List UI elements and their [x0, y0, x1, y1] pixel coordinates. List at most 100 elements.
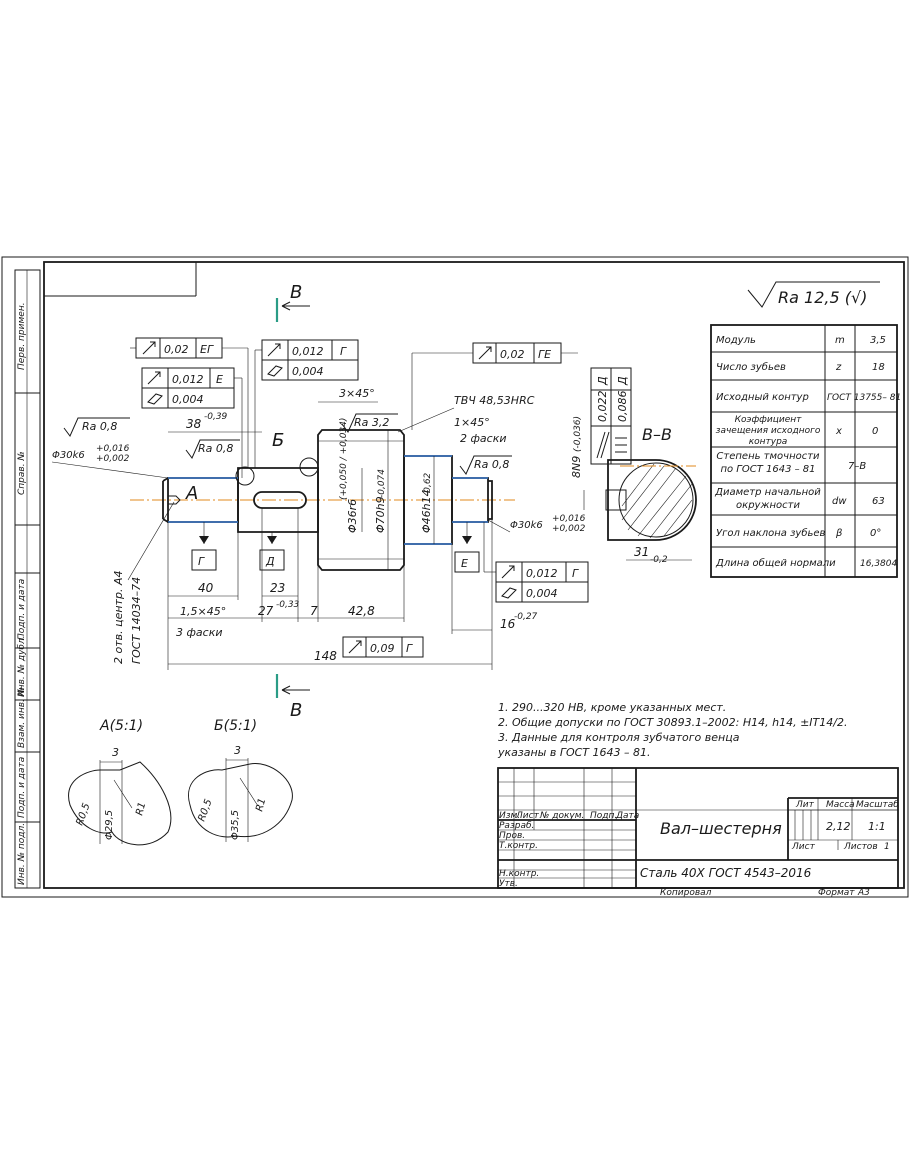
- tolerance-frame-f: 0,09 Г: [342, 636, 424, 658]
- chamfer-count-3: 3 фаски: [176, 626, 222, 639]
- tb-col-sign: Подп.: [590, 811, 617, 821]
- chamfer-count-2: 2 фаски: [460, 432, 506, 445]
- frame-label-2: Справ. №: [17, 451, 27, 495]
- gear-table-labels: Модуль Число зубьев Исходный контур Коэф…: [715, 335, 901, 569]
- phi30-left-upper: +0,016: [96, 444, 130, 454]
- datum-d: Д: [259, 532, 285, 571]
- tb-role-utv: Утв.: [499, 879, 518, 889]
- detail-b-marker: [299, 457, 319, 477]
- note-1: 1. 290...320 HB, кроме указанных мест.: [498, 701, 726, 714]
- gear-val-contour: ГОСТ 13755– 81: [827, 393, 901, 403]
- tolerance-v1-base: Д: [596, 376, 609, 386]
- section-view: В–В 8N9 (-0,036) 31 -0,2: [570, 416, 697, 565]
- runout-icon-d: [478, 346, 492, 360]
- roughness-annotations: Ra 0,8 Ra 0,8 Ra 3,2 Ra 0,8 Φ30k6 +0,016…: [51, 387, 586, 570]
- dim-15x45: 1,5×45°: [180, 605, 226, 618]
- dim-7: 7: [310, 604, 318, 618]
- roughness-right-icon: [459, 455, 512, 475]
- cylindricity-icon-e: [501, 587, 517, 599]
- ra08-mid: Ra 0,8: [198, 442, 233, 455]
- shaft-main-view: А Б: [130, 429, 515, 571]
- gear-label-module: Модуль: [716, 335, 756, 346]
- tolerance-frame-b: 0,012 Е 0,004: [141, 367, 235, 409]
- tolerance-v2-base: Д: [616, 376, 629, 386]
- phi30-left: Φ30k6: [52, 450, 85, 461]
- keyway-slot: [605, 489, 627, 511]
- cylindricity-icon-c: [267, 365, 283, 377]
- tolerance-e2-value: 0,004: [526, 587, 558, 600]
- ra32-text: Ra 3,2: [354, 416, 389, 429]
- tb-role-nkontr: Н.контр.: [499, 869, 539, 879]
- symmetry-icon: [615, 437, 627, 453]
- detail-a-r-right: R1: [134, 801, 148, 817]
- tb-role-razrab: Разраб.: [499, 821, 534, 831]
- gear-val-m: 3,5: [870, 335, 886, 346]
- gear-label-accuracy: Степень тмочности по ГОСТ 1643 – 81: [716, 451, 820, 475]
- datum-g-label: Г: [198, 555, 205, 568]
- tb-copied: Копировал: [660, 888, 712, 898]
- gear-sym-dw: dw: [832, 496, 847, 507]
- frame-label-4: Инв. № дубл.: [17, 635, 27, 697]
- runout-icon: [142, 341, 156, 355]
- gear-sym-beta: β: [835, 528, 843, 539]
- datum-d-label: Д: [265, 555, 275, 568]
- key-width-dev: (-0,036): [573, 416, 583, 452]
- tb-sheets-value: 1: [884, 842, 890, 852]
- tb-head-scale: Масштаб: [856, 800, 899, 810]
- roughness-general-text: Ra 12,5 (√): [778, 288, 867, 307]
- tb-scale-value: 1:1: [868, 820, 886, 833]
- detail-a: А(5:1) 3 R0,5 Φ29,5 R1: [68, 718, 172, 846]
- tolerance-f-base: Г: [406, 642, 413, 655]
- frame-label-1: Перв. примен.: [17, 302, 27, 370]
- detail-b-title: Б(5:1): [214, 718, 257, 734]
- tb-sheets: Листов: [843, 842, 878, 852]
- phi30-left-lower: +0,002: [96, 454, 130, 464]
- phi36: Φ36r6: [346, 499, 359, 533]
- technical-notes: 1. 290...320 HB, кроме указанных мест. 2…: [497, 701, 847, 759]
- phi46: Φ46h14: [420, 489, 433, 533]
- callout-b: Б: [272, 430, 284, 451]
- tolerance-c2-value: 0,004: [292, 365, 324, 378]
- tb-sheet: Лист: [791, 842, 816, 852]
- center-hole-icon: [168, 495, 181, 505]
- gear-label-teeth: Число зубьев: [716, 361, 786, 373]
- note-2: 2. Общие допуски по ГОСТ 30893.1–2002: H…: [498, 716, 847, 729]
- phi30-right-lower: +0,002: [552, 524, 586, 534]
- tolerance-d-value: 0,02: [500, 348, 525, 361]
- tolerance-e-base: Г: [572, 567, 579, 580]
- note-3: 3. Данные для контроля зубчатого венца: [498, 731, 740, 744]
- tb-mass-value: 2,12: [826, 820, 851, 833]
- tb-format: Формат: [818, 888, 855, 898]
- gear-label-accuracy-wrap: Степень тмочности по ГОСТ 1643 – 81: [716, 451, 820, 475]
- tb-head-mass: Масса: [826, 800, 855, 810]
- title-block-text: Вал–шестерня Сталь 40Х ГОСТ 4543–2016 Ли…: [499, 800, 899, 898]
- detail-a-r-left: R0,5: [74, 802, 92, 827]
- tb-format-value: А3: [857, 888, 870, 898]
- gear-val-z: 18: [872, 362, 885, 373]
- tolerance-c-value: 0,012: [292, 345, 324, 358]
- phi30-right: Φ30k6: [510, 520, 543, 531]
- section-label-top: В: [290, 282, 302, 303]
- runout-icon-f: [348, 640, 362, 654]
- gear-parameters-table: [710, 324, 898, 578]
- tolerance-e-value: 0,012: [526, 567, 558, 580]
- roughness-mid-icon: [185, 439, 240, 459]
- phi46-dev: -0,62: [423, 472, 433, 496]
- detail-b-dim-top: 3: [234, 744, 241, 757]
- tb-role-tkontr: Т.контр.: [499, 841, 538, 851]
- callout-a: А: [185, 483, 198, 504]
- detail-a-dim-top: 3: [112, 746, 119, 759]
- frame-label-6: Подп. и дата: [17, 757, 27, 818]
- tb-head-lit: Лит: [795, 800, 815, 810]
- gear-val-normal: 16,3804: [860, 559, 897, 569]
- center-holes: 2 отв. центр. А4: [112, 571, 125, 664]
- runout-icon-e: [501, 565, 515, 579]
- gear-label-shift-wrap: Коэффициент зачещения исходного контура: [715, 415, 821, 447]
- phi70: Φ70h9: [374, 496, 387, 533]
- gear-label-helix: Угол наклона зубьев: [716, 527, 826, 539]
- gear-label-shift: Коэффициент зачещения исходного контура: [715, 415, 821, 447]
- tolerance-b-base: Е: [216, 373, 223, 386]
- tolerance-frame-e: 0,012 Г 0,004: [495, 561, 589, 603]
- tb-col-doc: № докум.: [539, 811, 584, 821]
- key-width: 8N9: [570, 456, 583, 478]
